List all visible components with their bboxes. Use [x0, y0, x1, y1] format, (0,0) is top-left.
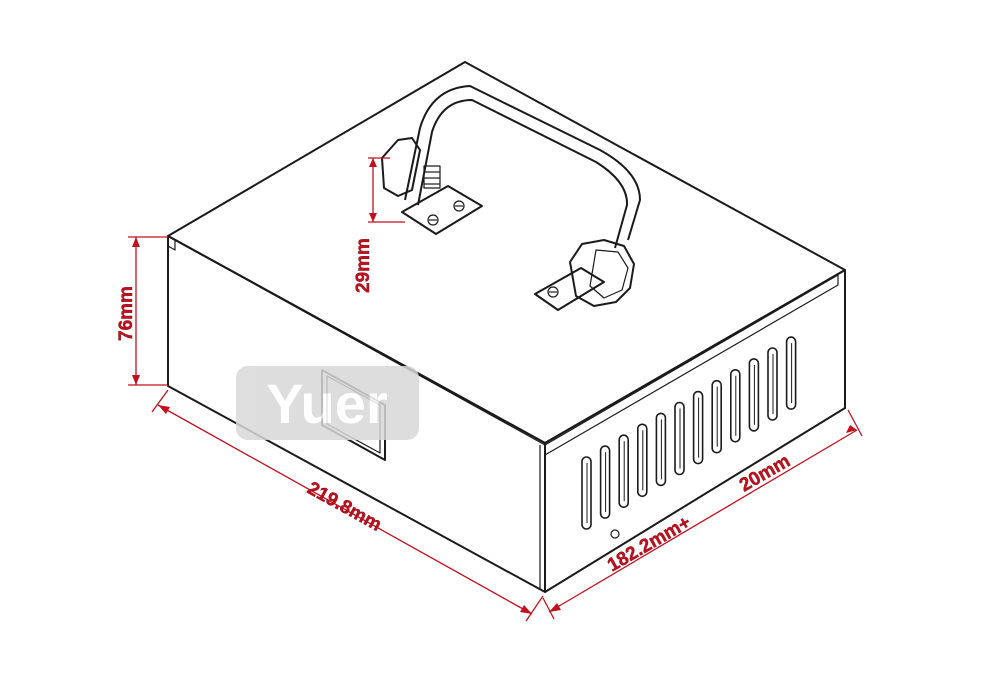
- threaded-stud: [423, 165, 441, 189]
- watermark: Yuer: [236, 366, 419, 440]
- lid-lip-front: [174, 239, 546, 446]
- dim-arrow: [520, 605, 532, 614]
- handle-knob-front: [569, 239, 635, 307]
- watermark-text: Yuer: [266, 372, 387, 435]
- handle-bracket-inner: [417, 99, 629, 249]
- watermark-background: [236, 366, 419, 440]
- dim-line-length: [157, 404, 533, 615]
- dim-arrow: [158, 405, 170, 414]
- dimension-lines: [128, 157, 863, 622]
- screw-front: [547, 286, 559, 298]
- label-width-main: 182.2mm+: [604, 512, 695, 576]
- indicator-led: [610, 529, 620, 539]
- handle-knob-back: [381, 137, 421, 197]
- dim-arrow: [549, 603, 561, 612]
- vent-slots: [581, 336, 797, 530]
- lid-lip-edge: [167, 235, 176, 251]
- dim-tick: [847, 409, 863, 437]
- label-handle-height: 29mm: [353, 238, 374, 293]
- dim-tick: [542, 597, 555, 620]
- dim-tick: [525, 595, 544, 622]
- lid-lip-side: [544, 274, 839, 456]
- dim-arrow: [132, 375, 140, 385]
- handle-foot-front: [534, 267, 605, 311]
- box-side-face: [544, 269, 846, 593]
- dim-arrow: [132, 237, 140, 247]
- screw-back-right: [453, 200, 465, 212]
- dim-tick: [151, 389, 169, 413]
- knob-face: [589, 249, 629, 299]
- label-height: 76mm: [116, 286, 137, 341]
- dim-arrow: [846, 425, 857, 433]
- label-length: 219.8mm: [304, 478, 385, 536]
- handle-foot-back: [401, 185, 483, 235]
- device-box: [167, 61, 846, 593]
- dim-line-width: [548, 429, 858, 613]
- dim-arrow: [369, 158, 377, 167]
- dim-arrow: [369, 213, 377, 222]
- screw-back-left: [427, 214, 439, 226]
- mounting-handle: [381, 85, 641, 311]
- handle-bracket-outer: [404, 85, 641, 241]
